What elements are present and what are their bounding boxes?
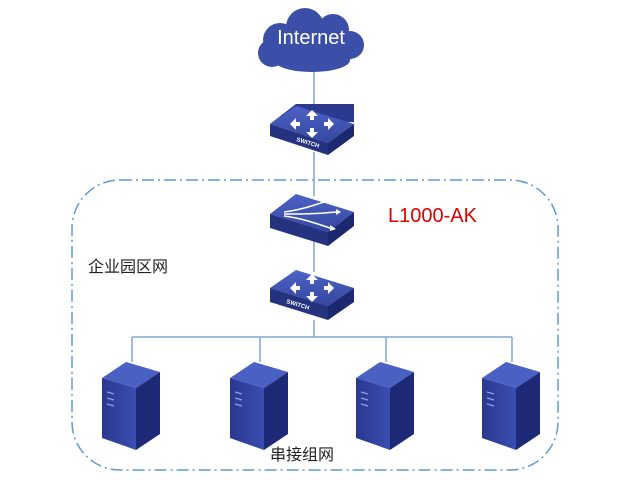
appliance-label: L1000-AK	[388, 205, 478, 227]
cloud-icon	[258, 8, 364, 72]
top-switch: SWITCH	[270, 104, 354, 155]
links	[131, 72, 513, 362]
inner-switch: SWITCH	[270, 270, 354, 320]
switch-icon	[270, 104, 354, 155]
server-group-label: 串接组网	[270, 445, 334, 464]
server-tower-icon	[102, 362, 160, 450]
switch-icon	[270, 270, 354, 320]
internet-cloud: Internet	[258, 8, 364, 72]
campus-label: 企业园区网	[88, 257, 168, 276]
server-tower-icon	[482, 362, 540, 450]
traffic-appliance-icon	[270, 194, 354, 246]
appliance-l1000-ak: L1000-AK	[270, 194, 478, 246]
campus-boundary	[71, 179, 559, 471]
server-tower-icon	[356, 362, 414, 450]
internet-label: Internet	[277, 27, 345, 49]
server-tower-icon	[230, 362, 288, 450]
server-group	[102, 362, 540, 450]
